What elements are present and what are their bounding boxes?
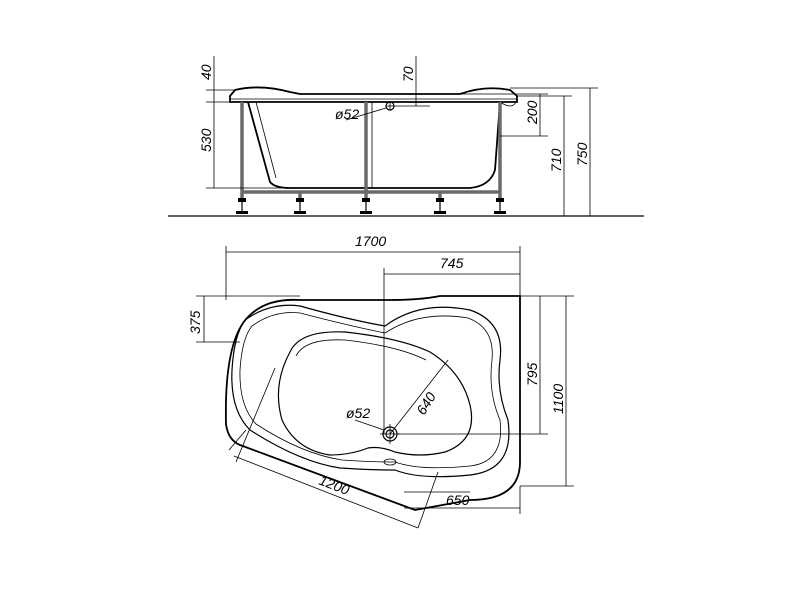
dim-label-1700: 1700 <box>355 233 386 249</box>
dim-label-640: 640 <box>413 389 439 417</box>
dim-depth-795: 795 <box>520 295 548 435</box>
dim-label-1100: 1100 <box>550 384 566 414</box>
dim-label-1200: 1200 <box>317 472 352 498</box>
side-view: 40 70 ø52 530 200 710 <box>168 56 644 217</box>
side-drain-diameter-label: ø52 <box>335 106 359 122</box>
plan-view: 1700 745 375 795 1100 <box>187 233 574 529</box>
dim-label-795: 795 <box>524 362 540 386</box>
dim-label-650: 650 <box>446 492 470 508</box>
dim-height-710: 710 <box>517 95 572 216</box>
dim-label-745: 745 <box>440 255 464 271</box>
dim-label-200: 200 <box>524 100 540 125</box>
dim-label-710: 710 <box>548 148 564 172</box>
tub-rim <box>229 86 518 103</box>
dim-side-1200: 1200 <box>228 367 439 529</box>
adjustable-legs <box>236 198 506 214</box>
tub-basin <box>277 331 473 456</box>
dim-label-750: 750 <box>574 142 590 166</box>
dim-height-750: 750 <box>510 87 598 216</box>
dim-rim-40: 40 <box>198 56 236 103</box>
dim-drain-70: 70 <box>400 56 428 106</box>
tub-left-wall <box>247 101 291 189</box>
dim-length-1700: 1700 <box>225 233 521 300</box>
support-frame <box>240 102 502 198</box>
tub-bottom <box>290 169 496 189</box>
dim-label-375: 375 <box>187 310 203 334</box>
plan-drain <box>354 419 520 466</box>
tub-deck-line <box>231 304 510 478</box>
dim-inner-200: 200 <box>430 93 548 137</box>
dim-label-40: 40 <box>198 64 214 80</box>
plan-drain-diameter-label: ø52 <box>346 405 370 421</box>
side-drain <box>345 101 430 121</box>
dim-diagonal-640: 640 <box>389 359 449 435</box>
tub-outer-outline <box>224 295 521 511</box>
dim-height-530: 530 <box>198 102 290 189</box>
dim-offset-745: 745 <box>383 255 520 434</box>
dim-label-530: 530 <box>198 128 214 152</box>
dim-label-70: 70 <box>400 66 416 82</box>
dim-bottom-650: 650 <box>404 486 521 514</box>
dim-depth-1100: 1100 <box>520 295 574 487</box>
dim-left-375: 375 <box>187 295 300 343</box>
